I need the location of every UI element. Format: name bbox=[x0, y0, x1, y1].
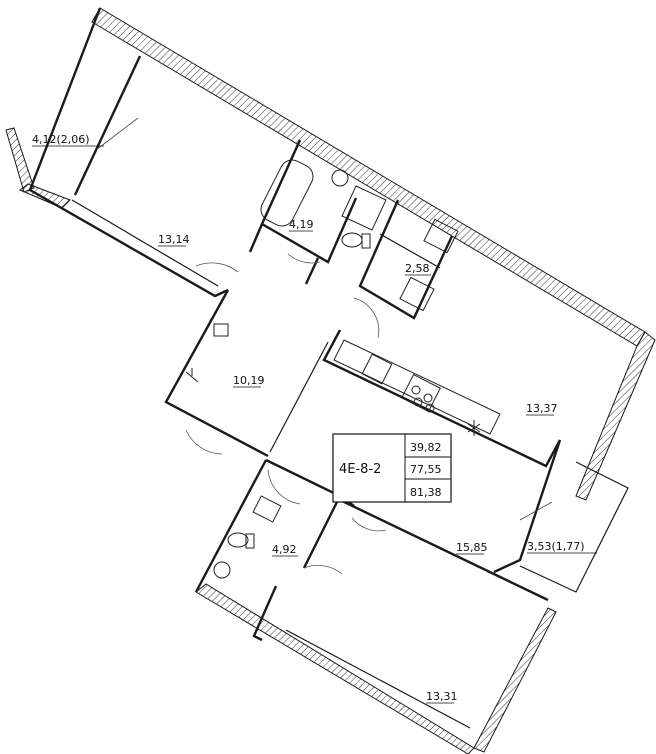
svg-text:2,58: 2,58 bbox=[405, 262, 430, 275]
svg-text:4,92: 4,92 bbox=[272, 543, 297, 556]
room-label-wardrobe: 2,58 bbox=[405, 262, 431, 276]
extractor-icon bbox=[467, 420, 481, 436]
room-label-balcony-top-left: 4,12(2,06) bbox=[32, 133, 104, 147]
room-label-bathroom-top: 4,19 bbox=[289, 218, 314, 232]
interior-walls bbox=[28, 7, 629, 729]
door-swings bbox=[95, 117, 553, 575]
room-label-bathroom-bottom: 4,92 bbox=[272, 543, 298, 557]
svg-text:4,12(2,06): 4,12(2,06) bbox=[32, 133, 90, 146]
room-labels: 4,12(2,06) 13,14 4,19 2,58 10,19 13,37 4… bbox=[32, 133, 597, 704]
svg-text:4,19: 4,19 bbox=[289, 218, 314, 231]
area-living: 39,82 bbox=[410, 441, 442, 454]
room-label-bedroom-top-left: 13,14 bbox=[158, 233, 190, 247]
area-total-with-balcony: 81,38 bbox=[410, 486, 442, 499]
exterior-walls bbox=[5, 7, 656, 754]
svg-text:13,31: 13,31 bbox=[426, 690, 458, 703]
svg-text:15,85: 15,85 bbox=[456, 541, 488, 554]
svg-text:13,37: 13,37 bbox=[526, 402, 558, 415]
room-label-hallway: 10,19 bbox=[233, 374, 265, 388]
svg-text:13,14: 13,14 bbox=[158, 233, 190, 246]
room-label-bedroom-bottom: 13,31 bbox=[426, 690, 458, 704]
room-label-living-room: 15,85 bbox=[456, 541, 488, 555]
room-label-kitchen-room: 13,37 bbox=[526, 402, 558, 416]
apartment-code: 4E-8-2 bbox=[339, 462, 381, 477]
svg-text:10,19: 10,19 bbox=[233, 374, 265, 387]
area-total: 77,55 bbox=[410, 463, 442, 476]
fixtures bbox=[185, 159, 501, 579]
apartment-info-box: 4E-8-2 39,82 77,55 81,38 bbox=[332, 433, 452, 503]
svg-text:3,53(1,77): 3,53(1,77) bbox=[527, 540, 585, 553]
room-label-balcony-right: 3,53(1,77) bbox=[527, 540, 597, 554]
